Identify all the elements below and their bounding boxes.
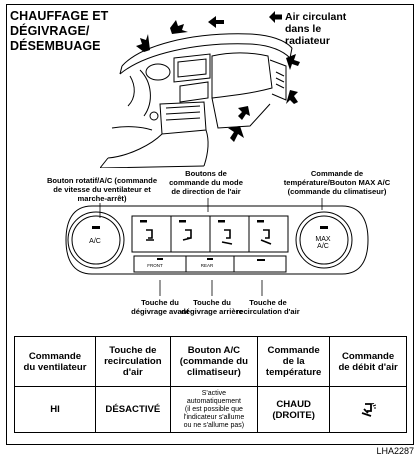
figure-title: CHAUFFAGE ET DÉGIVRAGE/ DÉSEMBUAGE — [10, 9, 108, 54]
rear-defrost-text: REAR — [200, 263, 214, 268]
rear-defrost-label-line-2: dégivrage arrière — [181, 306, 243, 316]
value-fan: HI — [13, 386, 97, 433]
dashboard-illustration — [100, 16, 300, 168]
rotary-knob-label-line-1: Bouton rotatif/A/C (commande — [46, 176, 158, 185]
recirc-label-line-2: recirculation d'air — [236, 306, 300, 316]
header-ac-line-1: Bouton A/C — [187, 345, 241, 356]
value-temp-line-1: CHAUD — [276, 398, 311, 410]
header-fan-line-2: du ventilateur — [23, 361, 87, 373]
max-ac-line-1: MAX — [315, 236, 331, 243]
rear-defrost-label: Touche du dégivrage arrière — [166, 298, 258, 317]
value-ac-line-3: (il est possible que — [184, 405, 243, 413]
max-ac-knob-text: MAX A/C — [308, 236, 338, 250]
legend-line-3: radiateur — [285, 35, 330, 47]
value-ac-line-4: l'indicateur s'allume — [183, 413, 245, 421]
header-ac-line-2: (commande du — [179, 356, 248, 367]
title-line-2: DÉGIVRAGE/ — [10, 24, 90, 38]
temp-knob-label-line-1: Commande de — [310, 169, 364, 178]
value-temp-line-2: (DROITE) — [272, 409, 315, 421]
settings-table: Commande du ventilateur Touche de recirc… — [13, 336, 407, 433]
value-temp: CHAUD (DROITE) — [257, 386, 331, 433]
value-ac: S'active automatiquement (il est possibl… — [169, 386, 259, 433]
fan-knob — [67, 211, 125, 269]
header-fan-line-1: Commande — [28, 350, 82, 362]
header-airflow-line-2: de débit d'air — [338, 361, 398, 373]
value-ac-line-1: S'active — [201, 389, 227, 397]
ac-knob-text: A/C — [89, 238, 101, 245]
header-ac-line-3: climatiseur) — [186, 367, 241, 378]
black-arrow-icon — [269, 11, 282, 23]
header-airflow: Commande de débit d'air — [329, 336, 407, 387]
rotary-knob-label-line-3: marche-arrêt) — [77, 193, 127, 203]
legend: Air circulant dans le radiateur — [269, 11, 347, 47]
legend-line-1: Air circulant — [285, 11, 347, 23]
control-panel — [65, 205, 369, 275]
front-defrost-text: FRONT — [147, 263, 163, 268]
floor-defrost-mode-icon — [361, 402, 377, 417]
header-recirc: Touche de recirculation d'air — [95, 336, 171, 387]
header-temp-line-1: Commande — [267, 345, 320, 356]
figure-code: LHA2287 — [376, 446, 414, 456]
rear-defrost-label-line-1: Touche du — [193, 298, 231, 307]
temp-knob-label: Commande de température/Bouton MAX A/C (… — [262, 169, 412, 196]
header-fan: Commande du ventilateur — [13, 336, 97, 387]
header-recirc-line-3: d'air — [122, 367, 143, 378]
mode-buttons-label-line-3: de direction de l'air — [171, 186, 241, 196]
max-ac-line-2: A/C — [317, 243, 329, 250]
front-defrost-label-line-1: Touche du — [141, 298, 179, 307]
front-defrost-label: Touche du dégivrage avant — [114, 298, 206, 317]
value-ac-line-5: ou ne s'allume pas) — [183, 421, 245, 429]
rotary-knob-label-line-2: de vitesse du ventilateur et — [53, 184, 151, 194]
mode-buttons-label-line-2: commande du mode — [169, 177, 243, 187]
table-value-row: HI DÉSACTIVÉ S'active automatiquement (i… — [13, 386, 407, 433]
recirc-label-line-1: Touche de — [249, 298, 287, 307]
title-line-3: DÉSEMBUAGE — [10, 39, 101, 53]
header-ac: Bouton A/C (commande du climatiseur) — [169, 336, 259, 387]
value-airflow — [329, 386, 407, 433]
temp-knob-label-line-3: (commande du climatiseur) — [287, 186, 387, 196]
header-temp: Commande de la température — [257, 336, 331, 387]
rotary-knob-label: Bouton rotatif/A/C (commande de vitesse … — [34, 176, 170, 203]
header-temp-line-3: température — [265, 367, 322, 378]
recirc-label: Touche de recirculation d'air — [218, 298, 318, 317]
temp-knob-label-line-2: température/Bouton MAX A/C — [283, 177, 391, 187]
header-recirc-line-2: recirculation — [104, 356, 162, 367]
title-line-1: CHAUFFAGE ET — [10, 9, 109, 23]
value-ac-line-2: automatiquement — [186, 397, 241, 405]
header-temp-line-2: de la — [282, 356, 305, 367]
legend-line-2: dans le — [285, 23, 322, 35]
figure-frame — [6, 4, 414, 445]
table-header-row: Commande du ventilateur Touche de recirc… — [13, 336, 407, 387]
value-recirc: DÉSACTIVÉ — [95, 386, 171, 433]
front-defrost-label-line-2: dégivrage avant — [131, 306, 189, 316]
temp-knob — [295, 211, 353, 269]
header-recirc-line-1: Touche de — [109, 345, 157, 356]
mode-buttons-label-line-1: Boutons de — [185, 169, 227, 178]
mode-buttons-label: Boutons de commande du mode de direction… — [156, 169, 256, 196]
header-airflow-line-1: Commande — [341, 350, 395, 362]
